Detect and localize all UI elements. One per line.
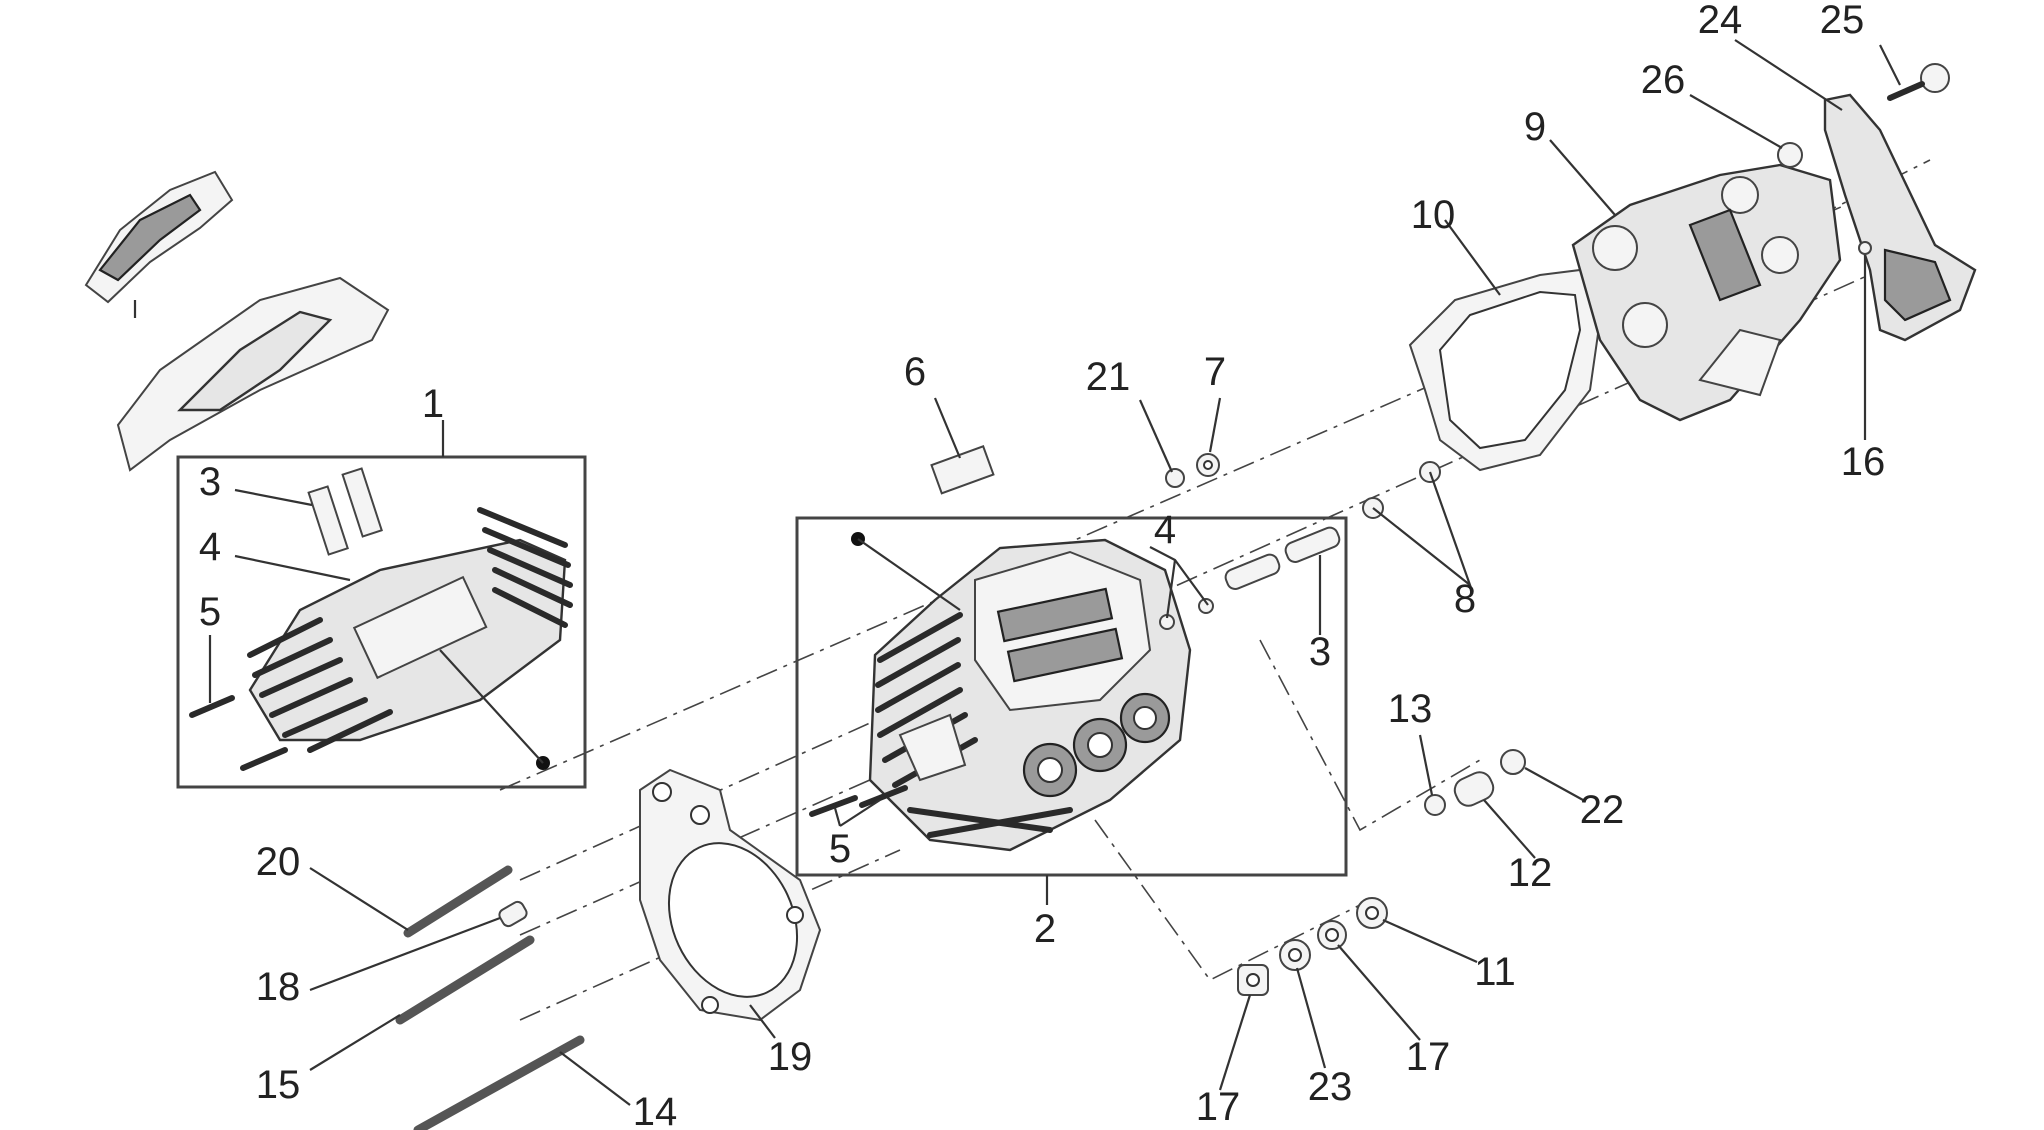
callout-7: 7 (1204, 350, 1226, 394)
callout-4-box2: 4 (1154, 508, 1176, 552)
callout-3-box1: 3 (199, 460, 221, 504)
callout-11: 11 (1474, 950, 1516, 994)
callout-5-box1: 5 (199, 590, 221, 634)
callout-12: 12 (1508, 851, 1553, 895)
callout-23: 23 (1308, 1065, 1353, 1109)
valve-cover (1571, 163, 1842, 422)
callout-6: 6 (904, 350, 926, 394)
callout-17-right: 17 (1406, 1035, 1451, 1079)
callout-18: 18 (256, 965, 301, 1009)
cylinder-head-2 (868, 538, 1192, 852)
studs-box2 (809, 785, 908, 817)
outer-cover (1823, 93, 1977, 342)
callout-5-box2: 5 (829, 827, 851, 871)
callout-20: 20 (256, 840, 301, 884)
callout-13: 13 (1388, 687, 1433, 731)
callout-17-left: 17 (1196, 1085, 1241, 1129)
callout-15: 15 (256, 1063, 301, 1107)
group-box-2 (795, 516, 1348, 877)
studs-box1 (189, 695, 288, 771)
valve-guides-box1 (307, 467, 383, 556)
valve-cover-top-left (84, 170, 390, 472)
cylinder-head-1 (247, 507, 573, 753)
valve-cover-gasket (1408, 268, 1602, 472)
callout-14: 14 (633, 1090, 678, 1130)
group-box-1 (176, 455, 587, 789)
callout-19: 19 (768, 1035, 813, 1079)
callout-3-box2: 3 (1309, 630, 1331, 674)
callout-26: 26 (1641, 58, 1686, 102)
callout-24: 24 (1698, 0, 1743, 42)
valve-parts-box2 (1159, 526, 1341, 630)
callout-21: 21 (1086, 355, 1131, 399)
small-parts (395, 63, 1950, 1130)
callout-9: 9 (1524, 105, 1546, 149)
callout-2: 2 (1034, 907, 1056, 951)
leader-lines (208, 39, 1901, 1106)
callout-25: 25 (1820, 0, 1865, 42)
callout-numbers: 1 3 4 5 6 21 7 4 3 5 2 8 10 9 26 24 25 1… (199, 0, 1885, 1130)
callout-1: 1 (422, 382, 444, 426)
callout-16: 16 (1841, 440, 1886, 484)
callout-10: 10 (1411, 193, 1456, 237)
callout-22: 22 (1580, 788, 1625, 832)
callout-4-box1: 4 (199, 525, 221, 569)
head-gasket (639, 768, 822, 1022)
callout-8: 8 (1454, 577, 1476, 621)
